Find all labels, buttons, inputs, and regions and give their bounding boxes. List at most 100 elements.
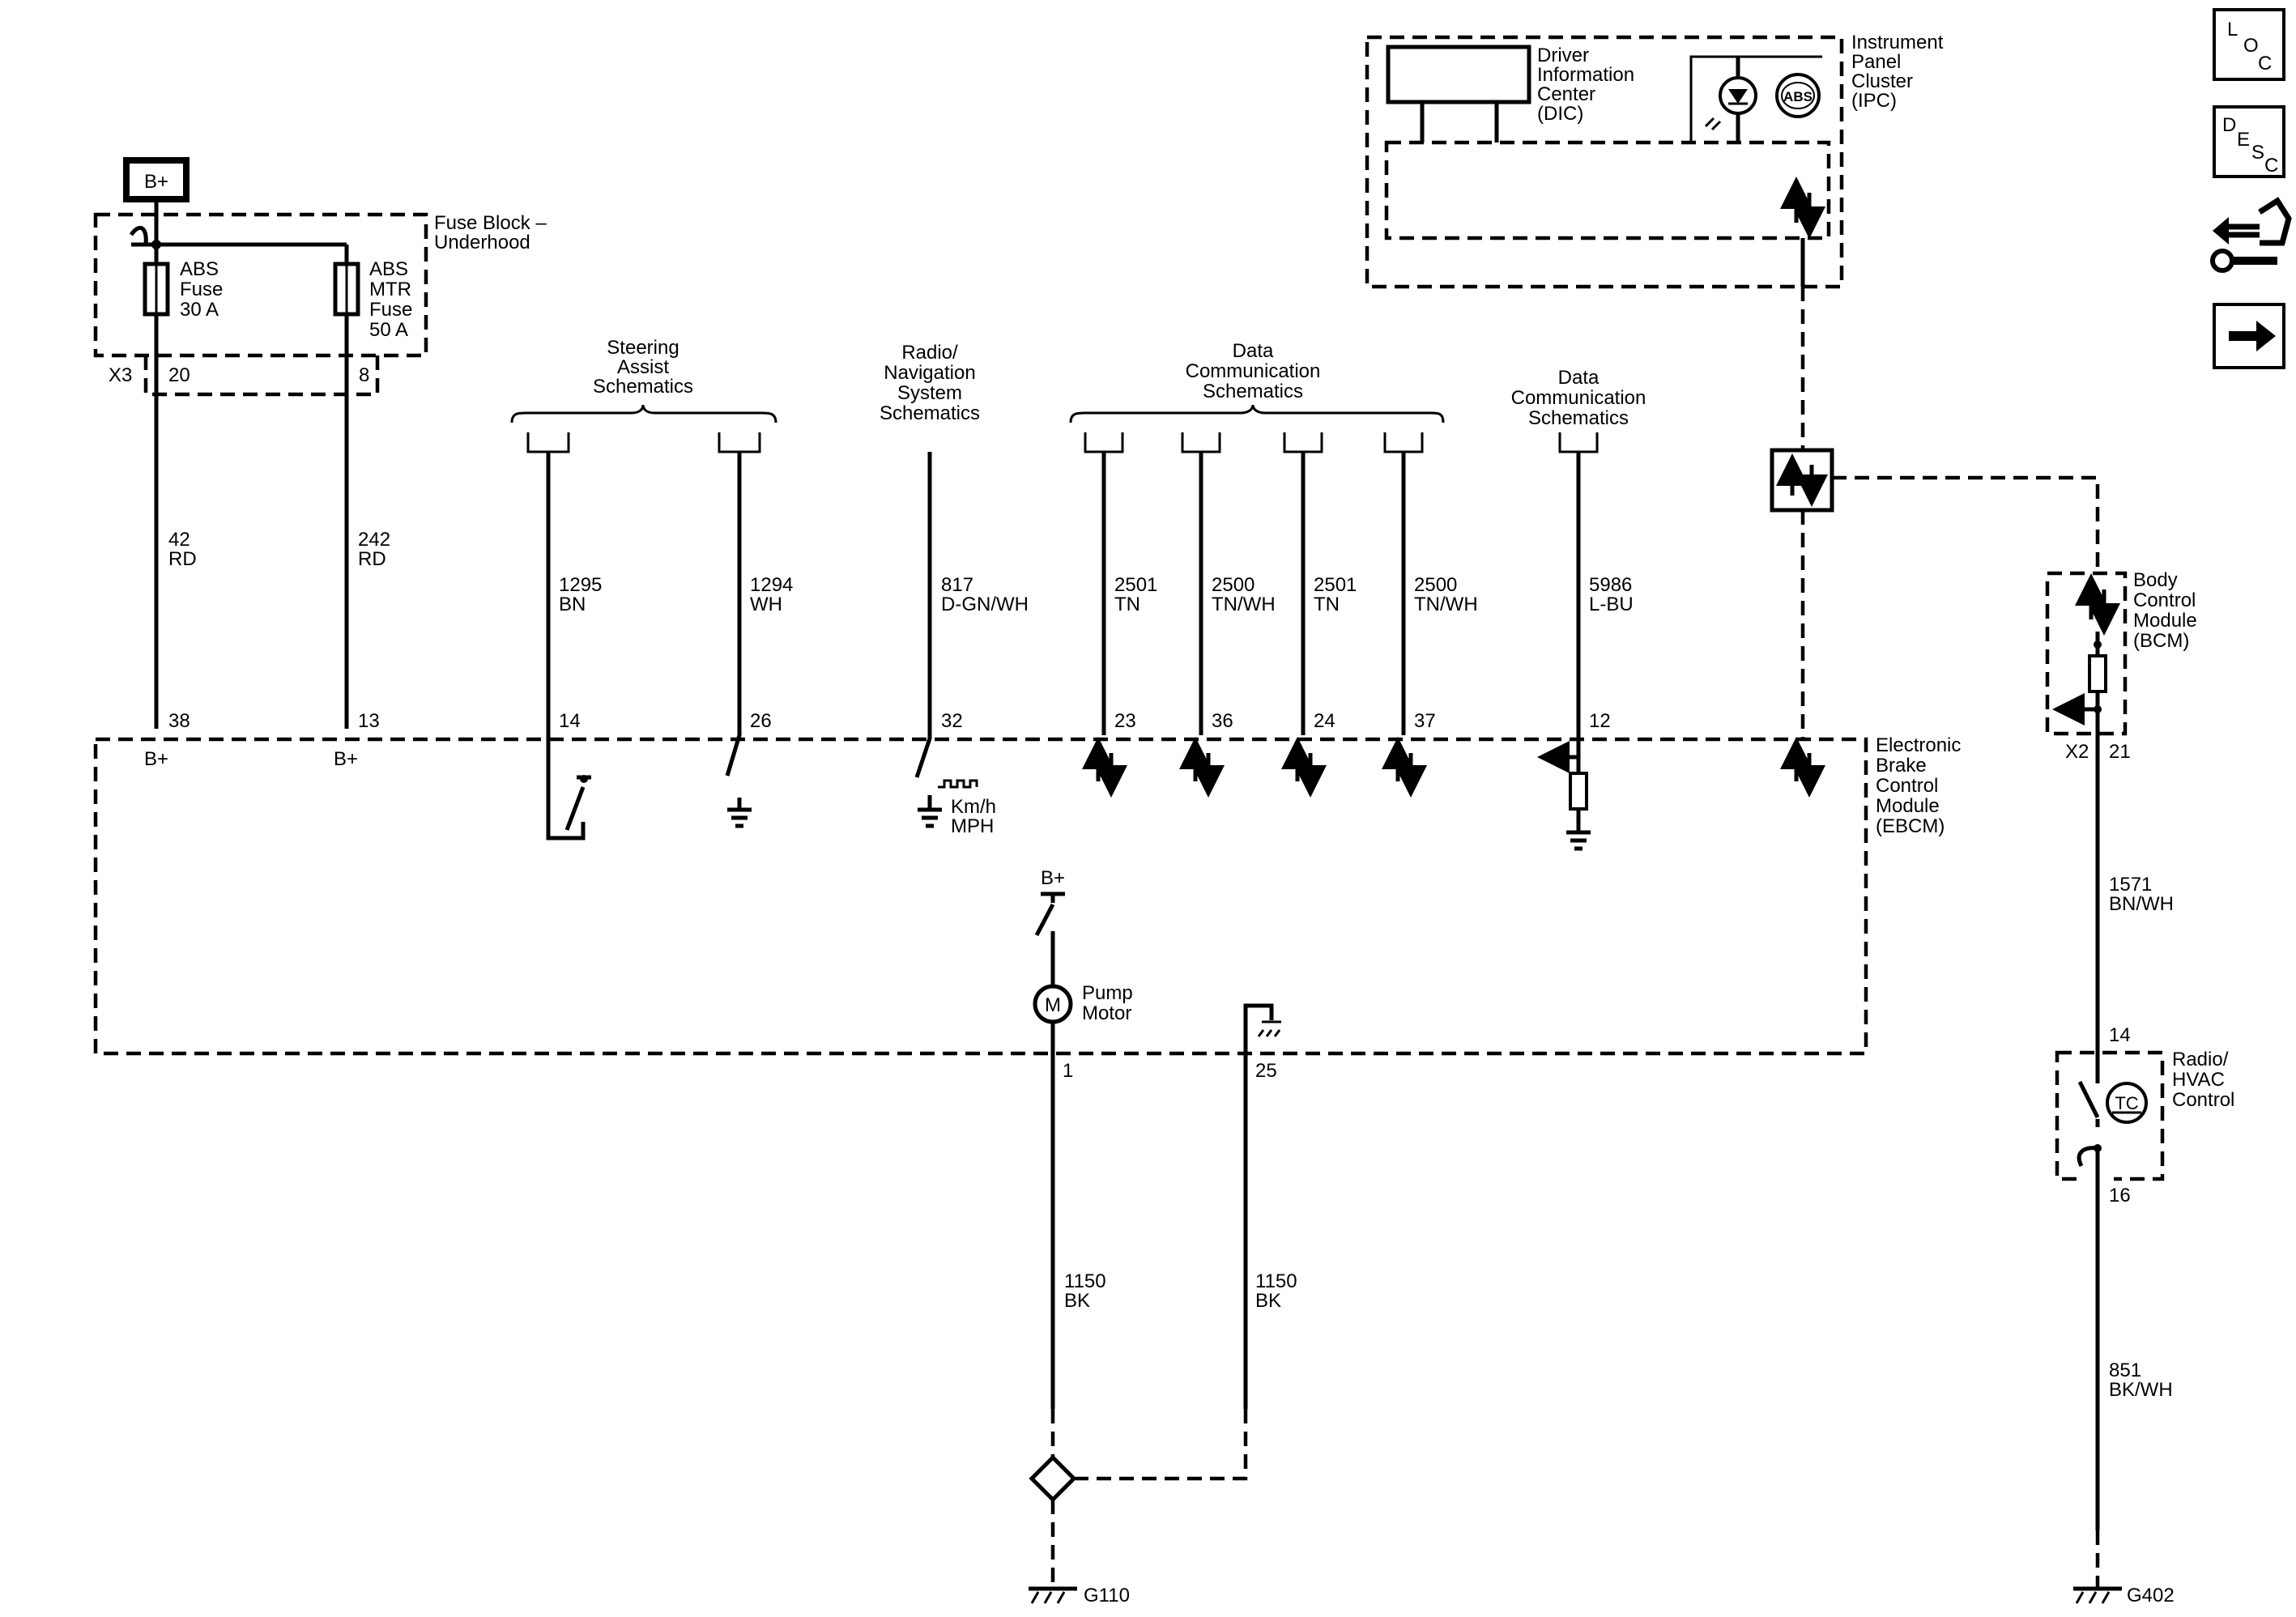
svg-text:Schematics: Schematics [1203,381,1303,402]
svg-text:Steering: Steering [607,337,679,359]
svg-text:BK: BK [1255,1290,1281,1312]
wire-242: 242 RD 13 B+ [334,529,390,770]
svg-text:1294: 1294 [750,574,793,596]
svg-text:32: 32 [941,710,963,732]
radio-navigation-schematics-ref[interactable]: Radio/ Navigation System Schematics [880,342,980,424]
svg-text:13: 13 [358,710,380,732]
svg-text:Control: Control [1876,775,1938,797]
svg-text:E: E [2237,129,2250,151]
svg-text:B+: B+ [144,748,168,770]
splice-ground-g110: G110 [1029,1409,1248,1606]
svg-text:Center: Center [1537,83,1595,105]
svg-text:Module: Module [2133,610,2197,632]
svg-text:37: 37 [1414,710,1436,732]
data-communication-schematics-ref-2[interactable]: Data Communication Schematics [1511,367,1646,429]
svg-text:36: 36 [1212,710,1233,732]
svg-text:Communication: Communication [1186,360,1321,382]
ground-wire-1150-b: 1150 BK [1255,1270,1297,1312]
svg-text:Brake: Brake [1876,755,1927,777]
wire-2501-a: 2501 TN 23 [1082,432,1157,798]
svg-text:TN: TN [1314,594,1340,615]
svg-text:TN/WH: TN/WH [1414,594,1478,615]
svg-text:Motor: Motor [1082,1002,1131,1024]
next-page-button[interactable] [2213,303,2285,369]
svg-text:RD: RD [358,548,386,570]
svg-text:ABS: ABS [369,258,408,280]
svg-text:25: 25 [1255,1060,1277,1082]
svg-text:242: 242 [358,529,390,551]
svg-text:20: 20 [168,364,190,386]
data-communication-schematics-ref-1[interactable]: Data Communication Schematics [1069,340,1445,423]
svg-text:G402: G402 [2127,1585,2175,1606]
svg-text:BK: BK [1064,1290,1090,1312]
wire-5986: 5986 L-BU 12 [1537,432,1634,851]
connector-tool-icon[interactable] [2210,197,2292,273]
wire-2500-a: 2500 TN/WH 36 [1179,432,1276,798]
wire-1294: 1294 WH 26 [718,432,793,828]
svg-text:14: 14 [2109,1024,2131,1046]
svg-text:8: 8 [359,364,369,386]
svg-text:5986: 5986 [1589,574,1632,596]
fuse-block-underhood: Fuse Block – Underhood ABS Fuse 30 A ABS… [93,212,547,729]
svg-text:BN: BN [559,594,586,615]
svg-text:1150: 1150 [1064,1270,1106,1292]
electronic-brake-control-module: Electronic Brake Control Module (EBCM) B… [93,734,1961,1409]
svg-text:12: 12 [1589,710,1611,732]
loc-button[interactable]: L O C [2213,8,2285,81]
svg-text:Fuse: Fuse [369,299,412,321]
wire-1571: 1571 BN/WH [2109,874,2174,915]
svg-text:1: 1 [1063,1060,1073,1082]
svg-text:Schematics: Schematics [880,402,980,424]
svg-text:Body: Body [2133,569,2178,591]
desc-button[interactable]: D E S C [2213,105,2285,178]
svg-text:Assist: Assist [617,356,669,378]
svg-text:M: M [1045,994,1061,1016]
svg-text:O: O [2243,35,2259,57]
svg-text:23: 23 [1114,710,1136,732]
serial-data-gateway [1770,287,2100,798]
wire-817: 817 D-GN/WH 32 Km/h MPH [914,452,1029,837]
svg-text:C: C [2264,155,2278,177]
instrument-panel-cluster: Instrument Panel Cluster (IPC) Driver In… [1365,32,1944,289]
wire-2501-b: 2501 TN 24 [1281,432,1357,798]
ground-g402: G402 [2073,1530,2175,1606]
svg-text:26: 26 [750,710,772,732]
svg-text:24: 24 [1314,710,1335,732]
svg-text:MTR: MTR [369,279,411,300]
svg-text:S: S [2251,142,2264,164]
svg-text:Km/h: Km/h [951,796,996,818]
svg-text:Information: Information [1537,64,1634,86]
svg-text:Control: Control [2133,589,2196,611]
svg-text:817: 817 [941,574,973,596]
svg-text:TN: TN [1114,594,1140,615]
svg-text:Fuse Block –: Fuse Block – [434,212,547,234]
svg-text:Navigation: Navigation [884,362,975,384]
svg-text:L: L [2227,19,2238,40]
svg-text:1150: 1150 [1255,1270,1297,1292]
svg-text:50 A: 50 A [369,319,408,341]
svg-text:38: 38 [168,710,190,732]
svg-text:Schematics: Schematics [1528,407,1629,429]
svg-text:ABS: ABS [180,258,219,280]
svg-text:Data: Data [1233,340,1274,362]
svg-text:2500: 2500 [1212,574,1254,596]
svg-text:(DIC): (DIC) [1537,103,1583,125]
svg-text:G110: G110 [1084,1585,1130,1606]
svg-text:851: 851 [2109,1360,2141,1381]
svg-text:RD: RD [168,548,197,570]
svg-text:D-GN/WH: D-GN/WH [941,594,1029,615]
svg-text:Data: Data [1558,367,1600,389]
svg-text:HVAC: HVAC [2172,1069,2225,1091]
svg-text:Control: Control [2172,1089,2234,1111]
svg-text:X3: X3 [109,364,132,386]
svg-text:Underhood: Underhood [434,232,530,253]
svg-text:Cluster: Cluster [1851,70,1913,92]
svg-text:Fuse: Fuse [180,279,223,300]
svg-text:2501: 2501 [1314,574,1357,596]
svg-text:(EBCM): (EBCM) [1876,815,1945,837]
svg-text:Driver: Driver [1537,45,1589,66]
wire-851: 851 BK/WH [2109,1360,2173,1401]
svg-text:2500: 2500 [1414,574,1457,596]
steering-assist-schematics-ref[interactable]: Steering Assist Schematics [510,337,777,423]
